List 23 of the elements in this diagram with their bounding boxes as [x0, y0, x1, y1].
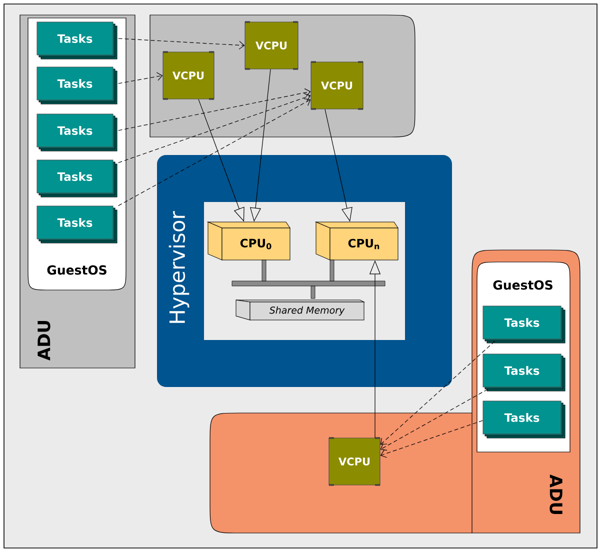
vcpu-box: VCPU [162, 51, 214, 100]
cpu-box: CPU$_{0}$ [208, 222, 290, 260]
vcpu-box: VCPU [310, 61, 364, 110]
task-box: Tasks [36, 22, 118, 60]
dashed-arrow [380, 388, 488, 451]
task-box: Tasks [36, 206, 118, 244]
task-box: Tasks [36, 66, 118, 104]
task-box: Tasks [36, 114, 118, 152]
task-box: Tasks [36, 160, 118, 198]
task-box: Tasks [482, 306, 566, 344]
dashed-arrow [118, 98, 311, 206]
dashed-arrow [118, 72, 163, 84]
task-box: Tasks [482, 354, 566, 392]
vcpu-box: VCPU [328, 437, 380, 486]
dashed-arrow [118, 88, 311, 131]
dashed-arrow [380, 340, 496, 445]
dashed-arrow [118, 93, 311, 164]
node-label: ADU [550, 474, 562, 514]
memory-box: Shared Memory [236, 300, 364, 320]
vcpu-box: VCPU [244, 21, 298, 70]
cpu-box: CPU$_{n}$ [316, 222, 398, 260]
task-box: Tasks [482, 400, 566, 438]
dashed-arrow [118, 38, 245, 50]
